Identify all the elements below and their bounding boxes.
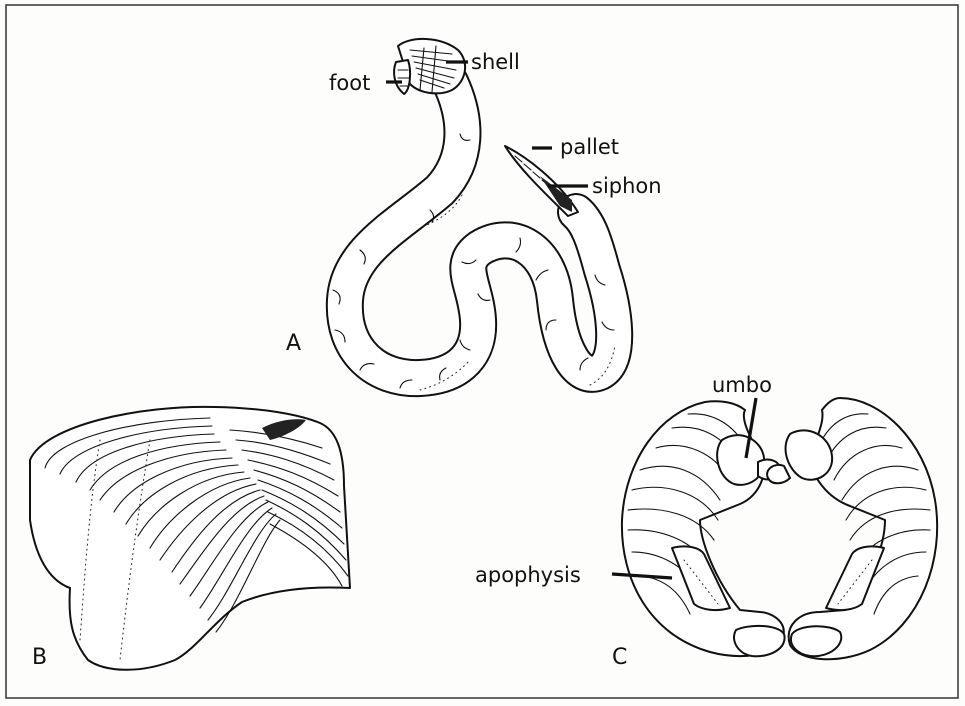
valve-outline — [30, 407, 350, 670]
label-umbo: umbo — [712, 373, 772, 397]
label-apophysis: apophysis — [475, 563, 581, 587]
left-umbo — [717, 435, 764, 485]
worm-foot — [394, 60, 410, 94]
panel-a-shipworm: foot shell pallet siphon A — [286, 39, 662, 390]
label-foot: foot — [329, 71, 370, 95]
label-shell: shell — [471, 50, 520, 74]
panel-b-shell-valve: B — [30, 407, 350, 670]
panel-c-valves-interior: umbo apophysis C — [475, 373, 937, 670]
label-pallet: pallet — [560, 135, 619, 159]
panel-label-a: A — [286, 331, 301, 356]
panel-label-c: C — [612, 645, 627, 670]
left-valve — [622, 401, 784, 656]
panel-label-b: B — [32, 645, 47, 670]
label-siphon: siphon — [592, 174, 662, 198]
